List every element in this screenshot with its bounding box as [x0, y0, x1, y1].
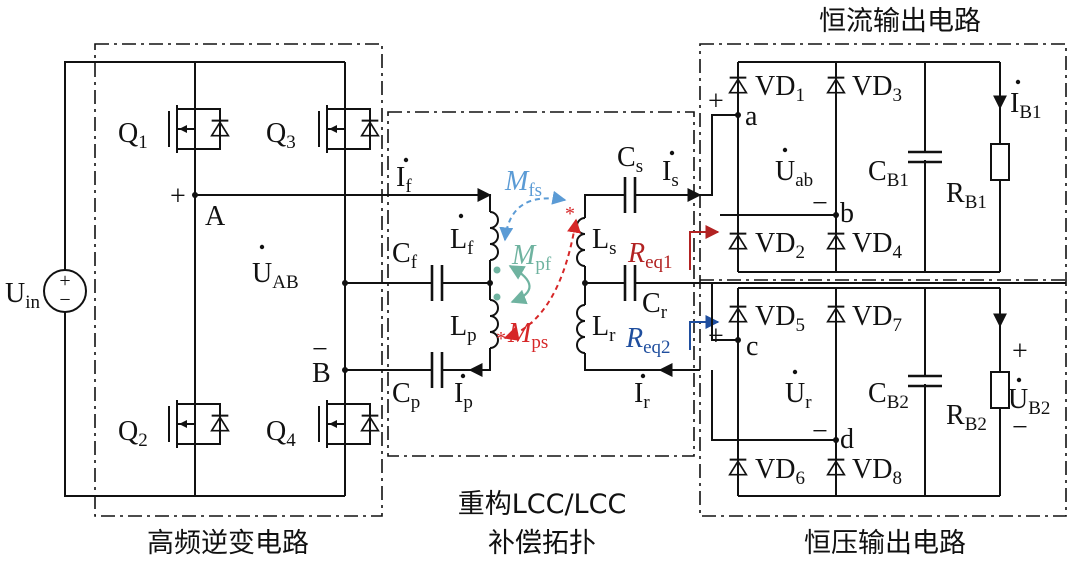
lf-label: Lf — [450, 224, 474, 259]
node-d-minus: − — [812, 416, 828, 447]
switch-q4 — [318, 400, 380, 448]
voltage-ur: Ur — [785, 369, 812, 413]
cf-label: Cf — [392, 238, 418, 273]
node-a-plus-out: + — [708, 86, 724, 117]
req1-arrow — [689, 225, 720, 270]
q3-label: Q3 — [266, 118, 296, 153]
cr-label: Cr — [642, 288, 668, 323]
cb1-label: CB1 — [868, 156, 909, 191]
if-label: If — [396, 162, 412, 197]
is-dot — [669, 150, 675, 156]
ub2-plus: + — [1012, 336, 1028, 367]
voltage-uab: UAB — [252, 244, 299, 293]
vd6-label: VD6 — [755, 454, 805, 489]
lf-dot — [458, 213, 464, 219]
cc-output-title: 恒流输出电路 — [819, 6, 981, 37]
ls-star: * — [565, 203, 575, 225]
vd8-label: VD8 — [852, 454, 902, 489]
vd1-label: VD1 — [755, 71, 805, 106]
cp-label: Cp — [392, 378, 420, 413]
lf-polarity-dot — [493, 266, 501, 274]
req2-label: Req2 — [625, 323, 671, 358]
ib1-dot — [1015, 79, 1021, 85]
inverter-title: 高频逆变电路 — [147, 528, 309, 559]
topology-title-2: 补偿拓扑 — [488, 528, 596, 559]
switch-q3 — [318, 105, 380, 153]
mps-arrow — [503, 218, 581, 341]
svg-text:Uab: Uab — [775, 156, 813, 191]
cc-rectifier — [700, 61, 1010, 273]
q1-label: Q1 — [118, 118, 148, 153]
ip-dot — [460, 373, 466, 379]
node-a-out-label: a — [745, 101, 758, 132]
cv-output-title: 恒压输出电路 — [804, 528, 966, 559]
lr-label: Lr — [592, 311, 616, 346]
topology-title-1: 重构LCC/LCC — [458, 489, 627, 520]
vd7-label: VD7 — [852, 301, 902, 336]
req1-label: Req1 — [627, 238, 673, 273]
voltage-ub2: UB2 — [1008, 377, 1050, 419]
inverter-box — [94, 43, 383, 517]
rb1-label: RB1 — [946, 178, 987, 213]
node-a-plus: + — [170, 181, 186, 212]
cb2-label: CB2 — [868, 378, 909, 413]
source-plus: + — [59, 270, 70, 292]
node-b-label: B — [312, 358, 331, 389]
q2-label: Q2 — [118, 416, 148, 451]
is-label: Is — [662, 156, 679, 191]
ir-dot — [640, 373, 646, 379]
ir-label: Ir — [634, 378, 650, 413]
ub2-minus: − — [1012, 412, 1028, 443]
mps-label: Mps — [507, 318, 548, 353]
vd5-label: VD5 — [755, 301, 805, 336]
vd2-label: VD2 — [755, 228, 805, 263]
node-b-out-label: b — [840, 198, 854, 229]
svg-text:Ur: Ur — [785, 378, 812, 413]
ib1-label: IB1 — [1010, 88, 1042, 123]
vd4-label: VD4 — [852, 228, 902, 263]
voltage-uab-out: Uab — [775, 147, 813, 191]
lp-star: * — [496, 328, 506, 350]
mfs-label: Mfs — [504, 166, 542, 201]
vd3-label: VD3 — [852, 71, 902, 106]
source-label: Uin — [5, 278, 41, 313]
lp-polarity-dot — [493, 293, 501, 301]
switch-q1 — [168, 105, 230, 153]
rb2-label: RB2 — [946, 400, 987, 435]
lp-label: Lp — [450, 311, 477, 346]
cs-label: Cs — [617, 142, 643, 177]
dc-source: + − Uin — [5, 61, 195, 497]
node-b-minus: − — [312, 334, 328, 365]
q4-label: Q4 — [266, 416, 296, 451]
mfs-arrow — [499, 190, 567, 242]
mpf-arrow — [508, 265, 531, 305]
ls-label: Ls — [592, 224, 617, 259]
node-d-label: d — [840, 424, 854, 455]
mpf-label: Mpf — [511, 240, 552, 275]
if-dot — [403, 157, 409, 163]
node-a-label: A — [205, 201, 226, 232]
node-c-label: c — [746, 331, 758, 362]
node-b-minus-out: − — [812, 188, 828, 219]
req2-arrow — [689, 315, 720, 350]
source-minus: − — [59, 289, 70, 311]
node-c-plus: + — [708, 321, 724, 352]
switch-q2 — [168, 400, 230, 448]
svg-text:UAB: UAB — [252, 258, 299, 293]
primary-network — [195, 188, 499, 388]
ip-label: Ip — [454, 378, 473, 413]
svg-text:UB2: UB2 — [1008, 384, 1050, 419]
